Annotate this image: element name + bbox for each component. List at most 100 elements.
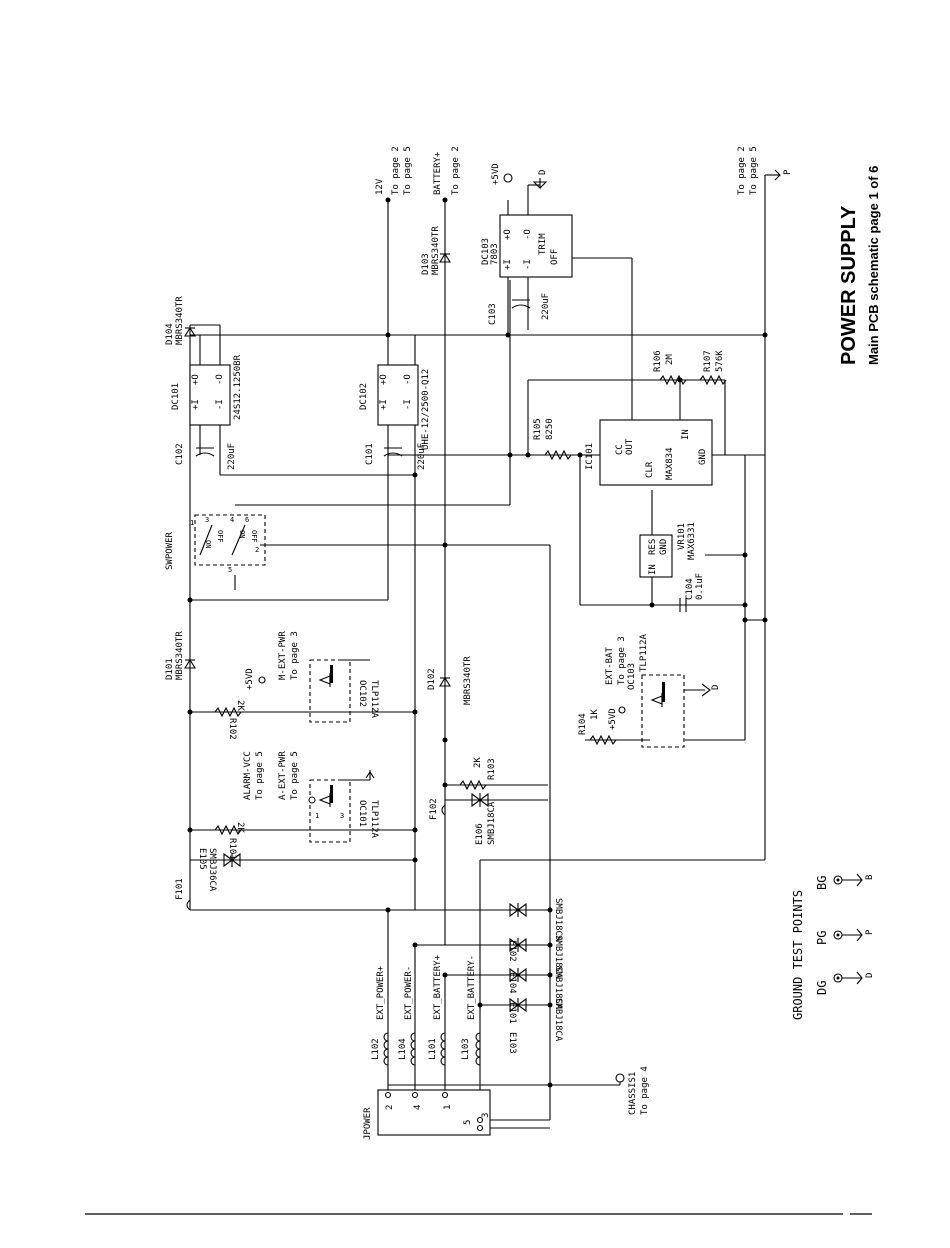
a-ext-to-page5: To page 5 (290, 751, 300, 800)
tvs-ref-e102: E102 (507, 940, 517, 962)
diode-value-d103: MBRS340TR (431, 226, 441, 275)
switch-pin-2: 2 (255, 546, 259, 554)
alarm-vcc-label: ALARM-VCC (243, 751, 253, 800)
ext-bat-label: EXT-BAT (605, 646, 615, 685)
tvs-value-e103: SMBJ18CA (553, 998, 563, 1042)
tvs-value-e104: SMBJ18CA (553, 935, 563, 979)
capacitor-ref-c101: C101 (365, 443, 375, 465)
net-12v-page2: To page 2 (391, 146, 401, 195)
diode-ref-d103: D103 (421, 253, 431, 275)
dc101-vin-n: -I (215, 399, 225, 410)
tp-bg-net: B (865, 875, 875, 880)
title-block: POWER SUPPLY Main PCB schematic page 1 o… (838, 166, 881, 365)
top-net-labels: 12V To page 2 To page 5 BATTERY+ To page… (375, 146, 793, 1115)
switch-pin-3: 3 (205, 516, 209, 524)
tvs-ref-e106: E106 (475, 823, 485, 845)
diodes: D101 MBRS340TR D104 MBRS340TR D102 MBRS3… (165, 226, 473, 705)
net-ext-power-pos: EXT_POWER+ (376, 965, 386, 1020)
connector-pin-3: 3 (481, 1113, 491, 1118)
wiring (189, 175, 766, 1129)
tp-dg-name: DG (815, 981, 829, 995)
opto-ref-oc102: OC102 (357, 680, 367, 707)
resistor-value-r106: 2M (665, 354, 675, 365)
dc102-vin-n: -I (403, 399, 413, 410)
resistor-ref-r102: R102 (227, 718, 237, 740)
tp-bg-name: BG (815, 876, 829, 890)
ext-bat-to-page3: To page 3 (617, 636, 627, 685)
resistor-ref-r105: R105 (533, 418, 543, 440)
resistor-value-r102: 2K (235, 700, 245, 711)
tp-pg-name: PG (815, 931, 829, 945)
converter-dc102: DC102 UHE-12/2500-Q12 +I -I +O -O C101 2… (359, 364, 431, 470)
vr101-gnd: GND (659, 539, 669, 555)
net-ext-battery-neg: EXT_BATTERY- (467, 955, 477, 1020)
capacitor-ref-c104: C104 (685, 578, 695, 600)
dc103-vout-n: -O (523, 229, 533, 240)
dc103-vout-p: +O (503, 229, 513, 240)
resistor-ref-r107: R107 (703, 350, 713, 372)
ic101-clr: CLR (645, 461, 655, 478)
diode-value-d101: MBRS340TR (175, 631, 185, 680)
optocoupler-oc102: OC102 TLP112A +5VD M-EXT-PWR To page 3 (245, 631, 415, 723)
ic101-value: MAX834 (665, 447, 675, 480)
converter-dc103: DC103 7803 +I -I +O -O TRIM OFF C103 220… (481, 163, 632, 325)
net-battery-page2: To page 2 (451, 146, 461, 195)
optocoupler-oc103: OC103 TLP112A EXT-BAT To page 3 +5VD R10… (578, 633, 721, 748)
net-p-page5: To page 5 (749, 146, 759, 195)
resistor-value-r105: 8250 (545, 418, 555, 440)
capacitor-value-c104: 0.1uF (695, 573, 705, 600)
fuse-ref-f101: F101 (175, 878, 185, 900)
ic101-ref: IC101 (585, 443, 595, 470)
d-label-oc103: D (711, 685, 721, 690)
resistor-ref-r103: R103 (487, 758, 497, 780)
resistor-value-r107: 576K (715, 350, 725, 372)
switch-pin-1: 1 (190, 519, 194, 527)
inductors: L102 L104 L101 L103 (371, 1032, 481, 1066)
dc102-vout-p: +O (379, 374, 389, 385)
plus5v-dc103: +5VD (491, 163, 501, 185)
dc101-vout-p: +O (191, 374, 201, 385)
dc101-vin-p: +I (191, 399, 201, 410)
switch-pin-4: 4 (230, 516, 234, 524)
dc101-vout-n: -O (215, 374, 225, 385)
switch-ref: SWPOWER (165, 531, 175, 570)
switch-pin-5: 5 (228, 566, 232, 574)
input-protection: F101 E105 SMBJ36CA 2K R101 2K R102 (175, 700, 415, 911)
oc101-pin1: 1 (315, 812, 319, 820)
capacitor-value-c102: 220uF (227, 443, 237, 470)
net-12v: 12V (375, 178, 385, 195)
net-12v-page5: To page 5 (403, 146, 413, 195)
converter-dc101: DC101 24S12.1250BR +I -I +O -O C102 220u… (171, 335, 243, 475)
plus5v-oc102: +5VD (245, 668, 255, 690)
net-p-page2: To page 2 (737, 146, 747, 195)
inductor-ref-l104: L104 (398, 1038, 408, 1060)
tvs-ref-e101: E101 (507, 1002, 517, 1024)
ic101-out: OUT (625, 438, 635, 455)
vr101-ref: VR101 (677, 523, 687, 550)
resistor-value-r103: 2K (473, 757, 483, 768)
net-chassis: CHASSIS1 (628, 1072, 638, 1115)
m-ext-to-page3: To page 3 (290, 631, 300, 680)
ic101-gnd: GND (698, 449, 708, 465)
tvs-ref-e105: E105 (197, 848, 207, 870)
vr101-in: IN (648, 564, 658, 575)
tvs-array: E102 E104 E101 E103 SMBJ18CA SMBJ18CA SM… (507, 898, 563, 1054)
ic-max6331: VR101 MAX6331 RES GND IN C104 0.1uF (639, 522, 705, 612)
switch-off-1: OFF (216, 530, 224, 543)
capacitor-ref-c102: C102 (175, 443, 185, 465)
net-battery-pos: BATTERY+ (433, 151, 443, 195)
vr101-res: RES (648, 539, 658, 555)
capacitor-ref-c103: C103 (488, 303, 498, 325)
inductor-ref-l101: L101 (428, 1038, 438, 1060)
dc103-ref: DC103 (481, 238, 491, 265)
inductor-ref-l102: L102 (371, 1038, 381, 1060)
tvs-ref-e104: E104 (507, 972, 517, 994)
net-ext-power-neg: EXT_POWER- (404, 966, 414, 1020)
dc103-vin-p: +I (503, 259, 513, 270)
dc102-ref: DC102 (359, 383, 369, 410)
diode-ref-d104: D104 (165, 323, 175, 345)
switch-on-1: ON (204, 540, 212, 548)
inductor-ref-l103: L103 (461, 1038, 471, 1060)
battery-protection: F102 2K R103 E106 SMBJ18CA (429, 757, 548, 845)
tp-pg-net: P (865, 929, 875, 935)
